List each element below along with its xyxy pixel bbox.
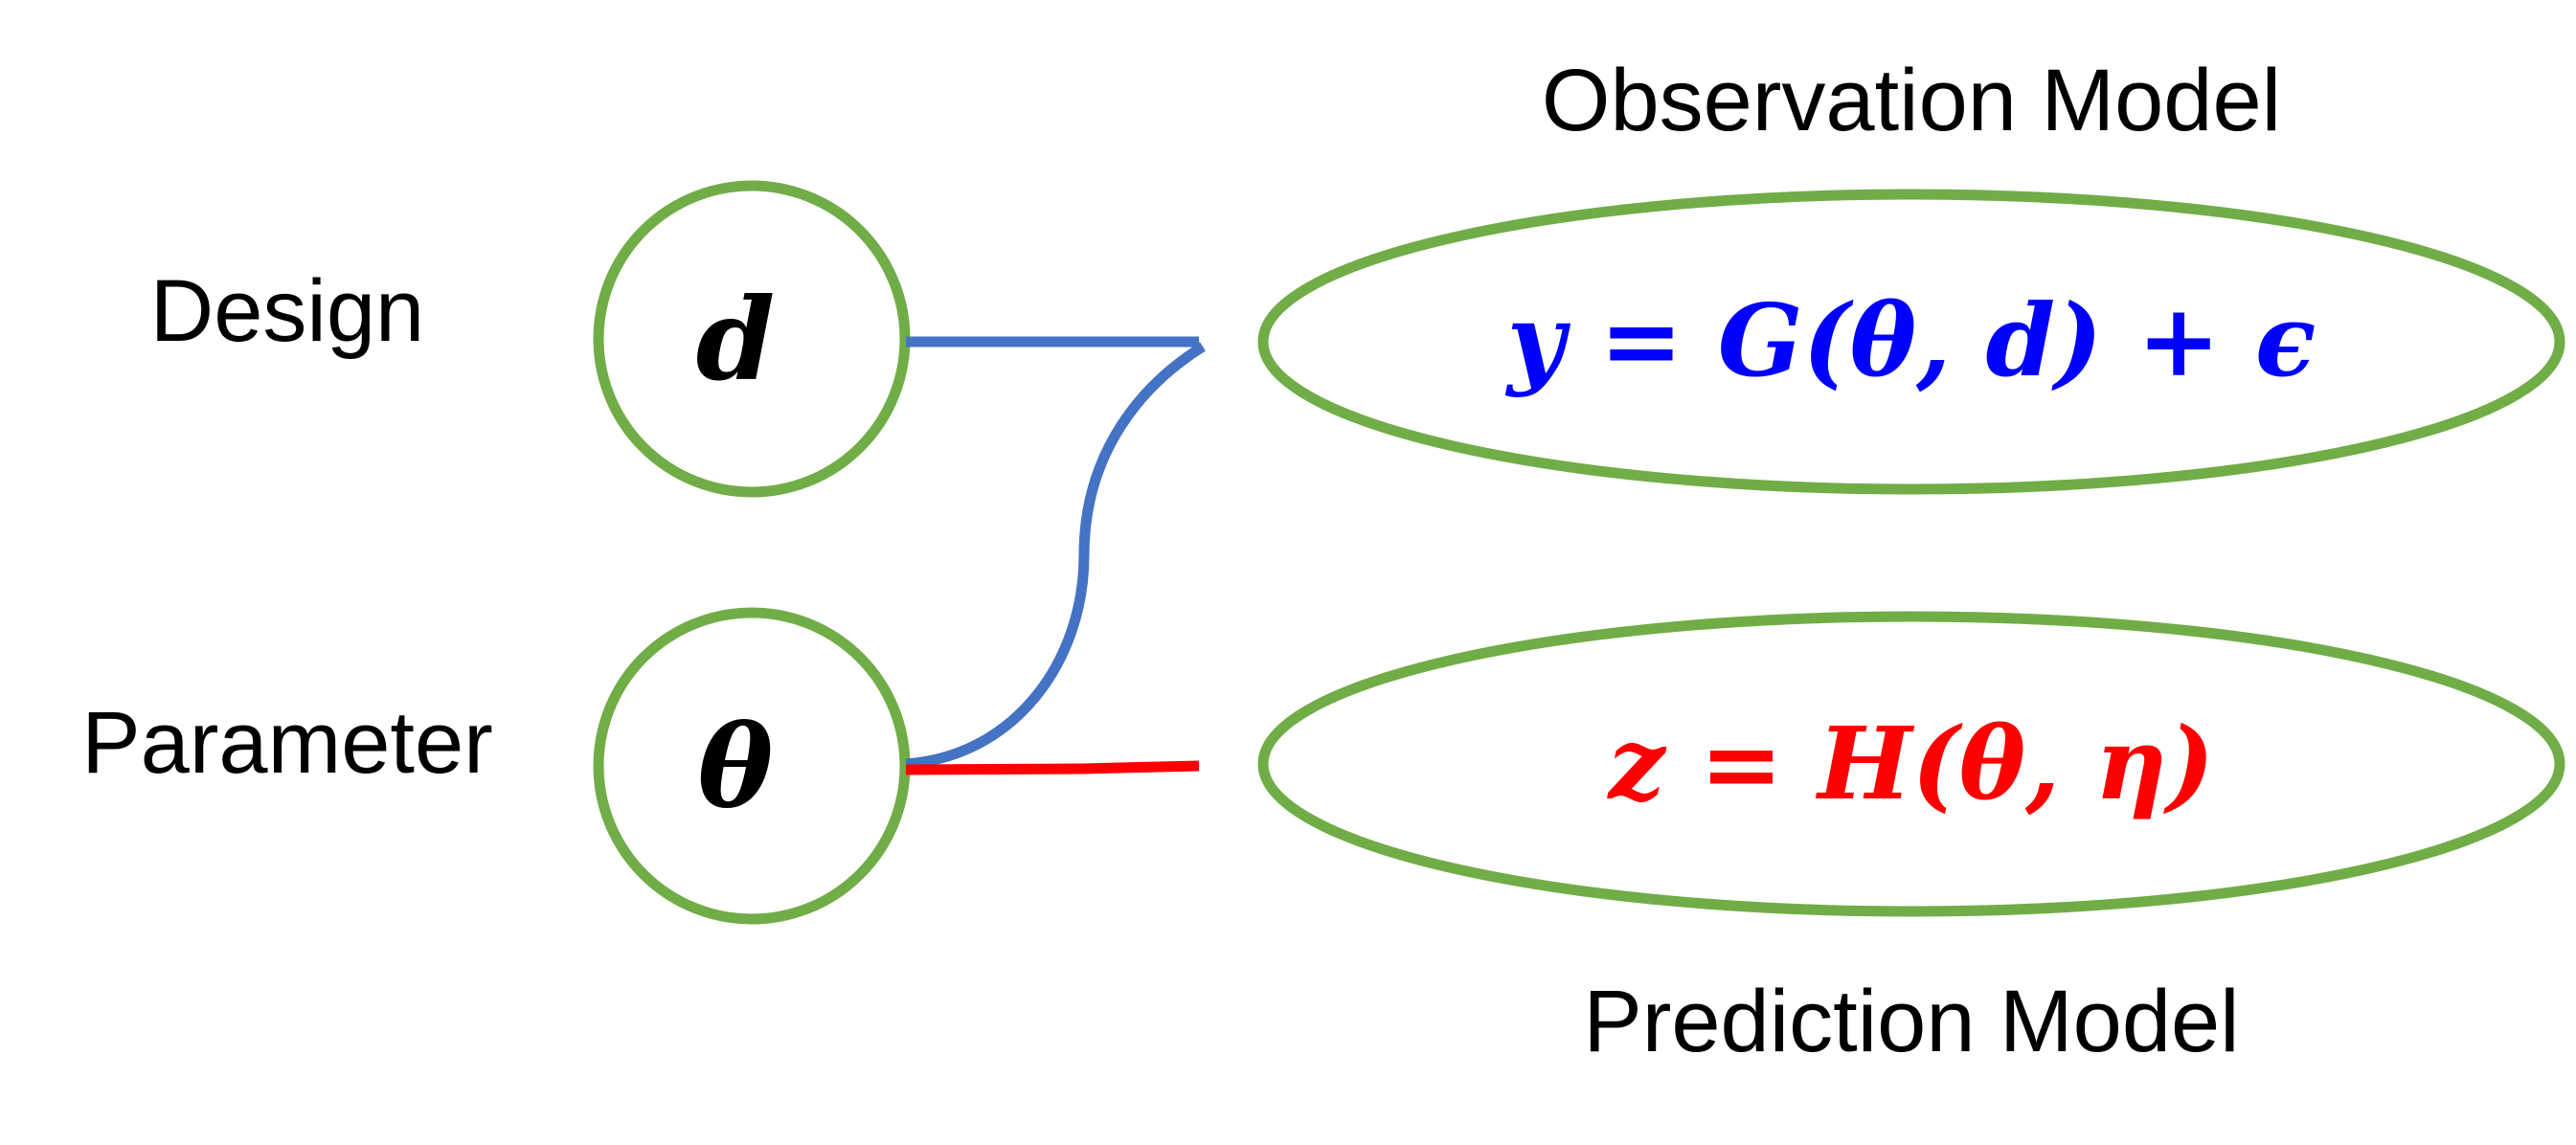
observation-model-title: Observation Model (1542, 52, 2281, 149)
parameter-node (593, 607, 911, 925)
parameter-label: Parameter (81, 694, 493, 792)
design-node (593, 180, 911, 498)
observation-model-ellipse (1257, 189, 2565, 495)
prediction-model-title: Prediction Model (1583, 973, 2239, 1070)
prediction-model-ellipse (1257, 611, 2565, 917)
parameter-to-prediction-arrow (905, 760, 1200, 775)
prediction-equation: z = H(θ, η) (1607, 705, 2215, 822)
design-symbol: d (696, 273, 776, 406)
parameter-symbol: θ (698, 700, 774, 833)
parameter-to-observation-arrow (905, 342, 1206, 770)
design-label: Design (150, 262, 424, 360)
observation-equation: y = G(θ, d) + ϵ (1505, 281, 2316, 399)
